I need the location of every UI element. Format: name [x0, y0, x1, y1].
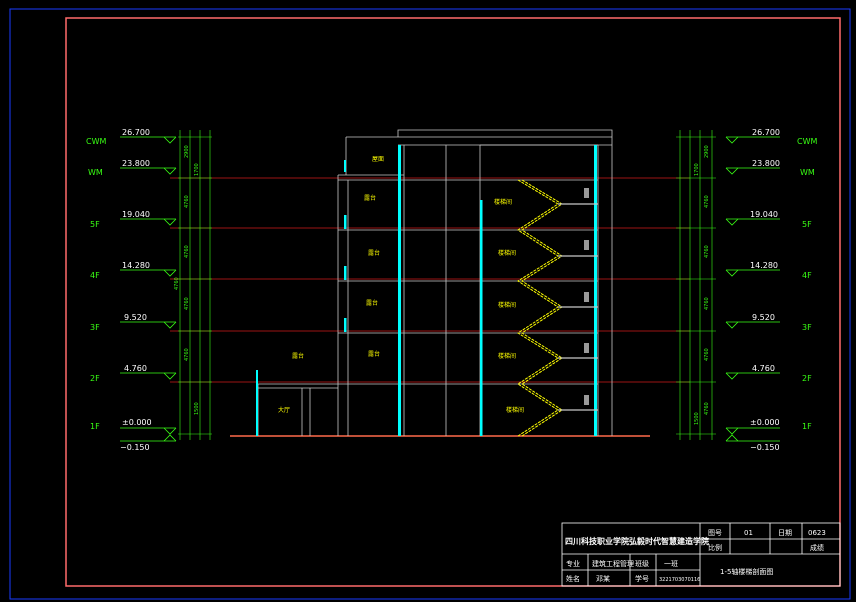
outer-frame	[9, 8, 851, 600]
svg-text:4760: 4760	[704, 195, 710, 208]
room-label: 露台	[366, 299, 378, 307]
elevation-value: 14.280	[122, 261, 150, 270]
level-label: 4F	[802, 271, 812, 280]
level-label: 2F	[802, 374, 812, 383]
room-label-stair: 楼梯间	[506, 406, 524, 414]
student-name: 邓某	[596, 575, 610, 583]
left-elevation-markers	[120, 136, 177, 442]
inner-frame	[65, 17, 841, 587]
elevation-value: 23.800	[122, 159, 150, 168]
drawing-number: 01	[744, 529, 753, 537]
room-label-stair: 楼梯间	[494, 198, 512, 206]
level-label: 2F	[90, 374, 100, 383]
svg-text:专业: 专业	[566, 559, 580, 568]
elevation-value: ±0.000	[122, 418, 152, 427]
left-elevation-values: 26.700 23.800 19.040 14.280 9.520 4.760 …	[120, 128, 152, 452]
room-label-stair: 楼梯间	[498, 301, 516, 309]
svg-text:1500: 1500	[194, 402, 200, 415]
student-id: 3221703070116	[659, 577, 700, 583]
drawing-date: 0623	[808, 529, 826, 537]
right-dimension-chain	[676, 130, 716, 440]
right-dimension-values: 2900 1700 4760 4760 4760 4760 4760 1500	[694, 145, 710, 425]
svg-text:学号: 学号	[635, 574, 649, 583]
elevation-value: 14.280	[750, 261, 778, 270]
room-label-terrace: 露台	[292, 352, 304, 360]
building-section	[230, 129, 650, 437]
elevation-value: 19.040	[122, 210, 150, 219]
svg-text:4760: 4760	[704, 348, 710, 361]
svg-text:4760: 4760	[704, 402, 710, 415]
level-label: WM	[88, 168, 103, 177]
right-elevation-markers	[725, 136, 780, 442]
school-name: 四川科技职业学院弘毅时代智慧建造学院	[565, 536, 709, 546]
svg-text:图号: 图号	[708, 529, 722, 537]
elevation-value: −0.150	[120, 443, 150, 452]
level-label: 1F	[90, 422, 100, 431]
elevation-value: 26.700	[752, 128, 780, 137]
svg-text:2900: 2900	[704, 145, 710, 158]
svg-text:1700: 1700	[694, 163, 700, 176]
title-block	[561, 522, 841, 587]
level-label: 3F	[90, 323, 100, 332]
room-label-roof: 屋面	[372, 156, 384, 163]
room-label: 露台	[364, 194, 376, 202]
svg-text:4760: 4760	[704, 245, 710, 258]
svg-text:比例: 比例	[708, 543, 722, 552]
svg-text:2900: 2900	[184, 145, 190, 158]
major: 建筑工程管理	[592, 559, 634, 568]
level-label: WM	[800, 168, 815, 177]
svg-text:1700: 1700	[194, 163, 200, 176]
svg-text:1500: 1500	[694, 412, 700, 425]
level-label: 5F	[802, 220, 812, 229]
room-label-lobby: 大厅	[278, 406, 290, 414]
elevation-value: 9.520	[752, 313, 775, 322]
elevation-value: 9.520	[124, 313, 147, 322]
drawing-title: 1-5轴楼梯剖面图	[720, 567, 773, 576]
elevation-value: 23.800	[752, 159, 780, 168]
level-label: 1F	[802, 422, 812, 431]
svg-text:姓名: 姓名	[566, 574, 580, 583]
svg-text:4760: 4760	[184, 348, 190, 361]
right-level-labels: CWM WM 5F 4F 3F 2F 1F	[797, 137, 817, 431]
stair-landings	[558, 203, 598, 411]
title-block-text: 四川科技职业学院弘毅时代智慧建造学院 图号 01 日期 0623 比例 成绩 专…	[565, 529, 826, 583]
svg-text:4760: 4760	[704, 297, 710, 310]
svg-text:4760: 4760	[184, 195, 190, 208]
svg-text:4760: 4760	[184, 297, 190, 310]
level-label: 4F	[90, 271, 100, 280]
svg-text:日期: 日期	[778, 529, 792, 537]
elevation-value: 26.700	[122, 128, 150, 137]
class: 一班	[664, 559, 678, 568]
level-label: 3F	[802, 323, 812, 332]
elevation-value: 19.040	[750, 210, 778, 219]
right-elevation-values: 26.700 23.800 19.040 14.280 9.520 4.760 …	[750, 128, 780, 452]
svg-text:成绩: 成绩	[810, 543, 824, 552]
left-level-labels: CWM WM 5F 4F 3F 2F 1F	[86, 137, 106, 431]
room-label-stair: 楼梯间	[498, 352, 516, 360]
room-label: 露台	[368, 350, 380, 358]
room-labels: 屋面 露台 露台 露台 露台 露台 大厅 楼梯间 楼梯间 楼梯间 楼梯间 楼梯间	[278, 156, 524, 414]
room-label: 露台	[368, 249, 380, 257]
left-dimension-values: 2900 1700 4760 4760 4760 4760 1500 4760	[174, 145, 200, 415]
svg-text:4760: 4760	[184, 245, 190, 258]
elevation-value: 4.760	[752, 364, 775, 373]
elevation-value: ±0.000	[750, 418, 780, 427]
level-label: CWM	[86, 137, 106, 146]
svg-text:班级: 班级	[635, 559, 649, 568]
stair-flights	[517, 179, 563, 437]
level-label: CWM	[797, 137, 817, 146]
left-dimension-chain	[178, 130, 212, 440]
svg-text:4760: 4760	[174, 277, 180, 290]
columns	[256, 145, 597, 436]
elevation-value: 4.760	[124, 364, 147, 373]
level-label: 5F	[90, 220, 100, 229]
elevation-value: −0.150	[750, 443, 780, 452]
stair-windows	[584, 188, 589, 405]
room-label-stair: 楼梯间	[498, 249, 516, 257]
